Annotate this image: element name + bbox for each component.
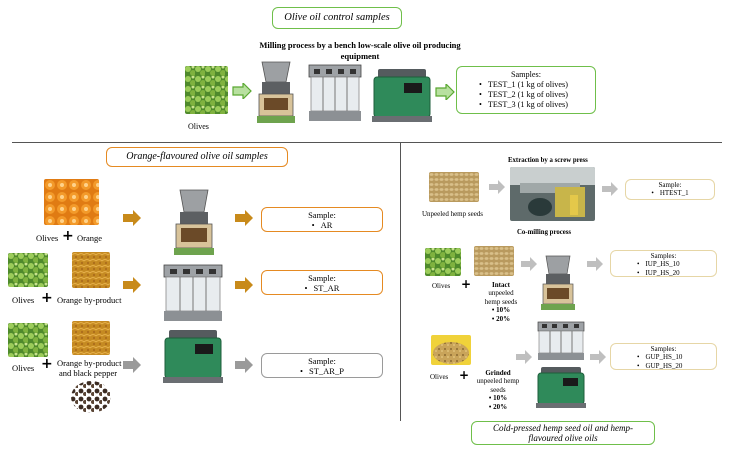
right-title: Cold-pressed hemp seed oil and hemp-flav… [493, 422, 633, 443]
sample-title: Sample: [308, 273, 336, 283]
olives-photo-4 [425, 248, 461, 276]
press-title: Extraction by a screw press [508, 157, 588, 164]
sample-box-ar: Sample: AR [261, 207, 383, 232]
sample-item: GUP_HS_20 [637, 362, 716, 370]
row1-olives-label: Olives [36, 233, 59, 243]
row2-byproduct-label: Orange by-product [57, 295, 122, 305]
plus-icon: + [41, 290, 53, 306]
grinded-line-2: seeds [490, 385, 506, 394]
grinded-olives-label: Olives [430, 373, 449, 381]
sample-item: HTEST_1 [626, 189, 714, 197]
sample-box-htest: Sample: HTEST_1 [625, 179, 715, 200]
olive-mill-icon-2 [174, 189, 214, 255]
malaxer-icon-2 [163, 264, 223, 321]
olives-photo-2 [8, 253, 48, 287]
sample-item: AR [262, 220, 382, 230]
sample-item: IUP_HS_10 [637, 260, 716, 268]
gray-arrow-icon-8 [590, 350, 606, 364]
gray-arrow-icon-3 [489, 180, 505, 194]
left-title: Orange-flavoured olive oil samples [126, 151, 268, 163]
sample-item: TEST_3 (1 kg of olives) [479, 100, 595, 110]
malaxer-icon-3 [537, 321, 585, 360]
intact-bold-label: Intact [492, 281, 510, 289]
gray-arrow-icon-7 [516, 350, 532, 364]
left-title-box: Orange-flavoured olive oil samples [106, 147, 288, 167]
orange-arrow-icon-2 [123, 277, 141, 293]
gray-arrow-icon-6 [587, 257, 603, 271]
sample-title: Sample: [308, 210, 336, 220]
samples-title: Samples: [510, 70, 542, 79]
sample-box-gup: Samples: GUP_HS_10 GUP_HS_20 [610, 343, 717, 370]
top-title-box: Olive oil control samples [272, 7, 402, 29]
plus-icon: + [459, 368, 470, 382]
olives-label: Olives [188, 122, 209, 131]
intact-description: Intact unpeeled hemp seeds • 10% • 20% [473, 281, 529, 323]
intact-pct-20: • 20% [491, 314, 511, 323]
grinded-bold-label: Grinded [485, 369, 511, 377]
orange-photo [44, 179, 99, 225]
gray-arrow-icon-5 [521, 257, 537, 271]
plus-icon: + [461, 277, 472, 291]
grinded-pct-20: • 20% [488, 402, 508, 411]
grinded-line-1: unpeeled hemp [476, 377, 520, 386]
grinded-hemp-photo [431, 335, 471, 365]
screw-press-photo [510, 167, 595, 221]
orange-arrow-icon-3 [235, 210, 253, 226]
olive-mill-icon [257, 61, 295, 123]
row3-byproduct-label: Orange by-product [57, 358, 122, 368]
grinded-description: Grinded unpeeled hemp seeds • 10% • 20% [467, 369, 529, 411]
orange-byproduct-photo [72, 252, 110, 288]
right-title-box: Cold-pressed hemp seed oil and hemp-flav… [471, 421, 655, 445]
gray-arrow-icon [123, 357, 141, 373]
sample-item: ST_AR_P [262, 366, 382, 376]
intact-pct-10: • 10% [491, 306, 511, 315]
row3-pepper-label: and black pepper [59, 368, 118, 378]
samples-title: Samples: [650, 345, 677, 353]
sample-item: IUP_HS_20 [637, 269, 716, 277]
comill-title: Co-milling process [517, 229, 572, 236]
process-caption: Milling process by a bench low-scale oli… [259, 40, 461, 61]
intact-hemp-photo [474, 246, 514, 276]
sample-item: TEST_2 (1 kg of olives) [479, 90, 595, 100]
green-arrow-icon-2 [435, 84, 455, 100]
green-arrow-icon [232, 83, 252, 99]
test-samples-box: Samples: TEST_1 (1 kg of olives) TEST_2 … [456, 66, 596, 114]
sample-title: Sample: [308, 356, 336, 366]
centrifuge-icon [372, 69, 432, 122]
grinded-pct-10: • 10% [488, 394, 508, 403]
centrifuge-icon-3 [536, 367, 586, 408]
olives-photo [185, 66, 228, 114]
sample-box-iup: Samples: IUP_HS_10 IUP_HS_20 [610, 250, 717, 277]
sample-title: Sample: [658, 181, 682, 189]
row1-orange-label: Orange [77, 233, 103, 243]
orange-byproduct-photo-2 [72, 321, 110, 355]
black-pepper-photo [71, 381, 111, 413]
centrifuge-icon-2 [163, 330, 223, 383]
sample-item: ST_AR [262, 283, 382, 293]
sample-item: GUP_HS_10 [637, 353, 716, 361]
top-title: Olive oil control samples [284, 11, 390, 23]
hemp-seeds-photo [429, 172, 479, 202]
gray-arrow-icon-2 [235, 357, 253, 373]
plus-icon: + [62, 228, 74, 244]
sample-box-st-ar: Sample: ST_AR [261, 270, 383, 295]
sample-item: TEST_1 (1 kg of olives) [479, 80, 595, 90]
malaxer-icon [308, 64, 362, 121]
olives-photo-3 [8, 323, 48, 357]
orange-arrow-icon [123, 210, 141, 226]
hemp-label: Unpeeled hemp seeds [422, 210, 484, 218]
sample-box-st-ar-p: Sample: ST_AR_P [261, 353, 383, 378]
vertical-divider [400, 143, 401, 421]
row3-olives-label: Olives [12, 363, 35, 373]
orange-arrow-icon-4 [235, 277, 253, 293]
row2-olives-label: Olives [12, 295, 35, 305]
intact-line-1: unpeeled [488, 289, 514, 298]
horizontal-divider [12, 142, 722, 143]
olive-mill-icon-3 [541, 255, 575, 310]
intact-olives-label: Olives [432, 282, 451, 290]
gray-arrow-icon-4 [602, 182, 618, 196]
samples-title: Samples: [650, 252, 677, 260]
plus-icon: + [41, 356, 53, 372]
intact-line-2: hemp seeds [484, 297, 518, 306]
